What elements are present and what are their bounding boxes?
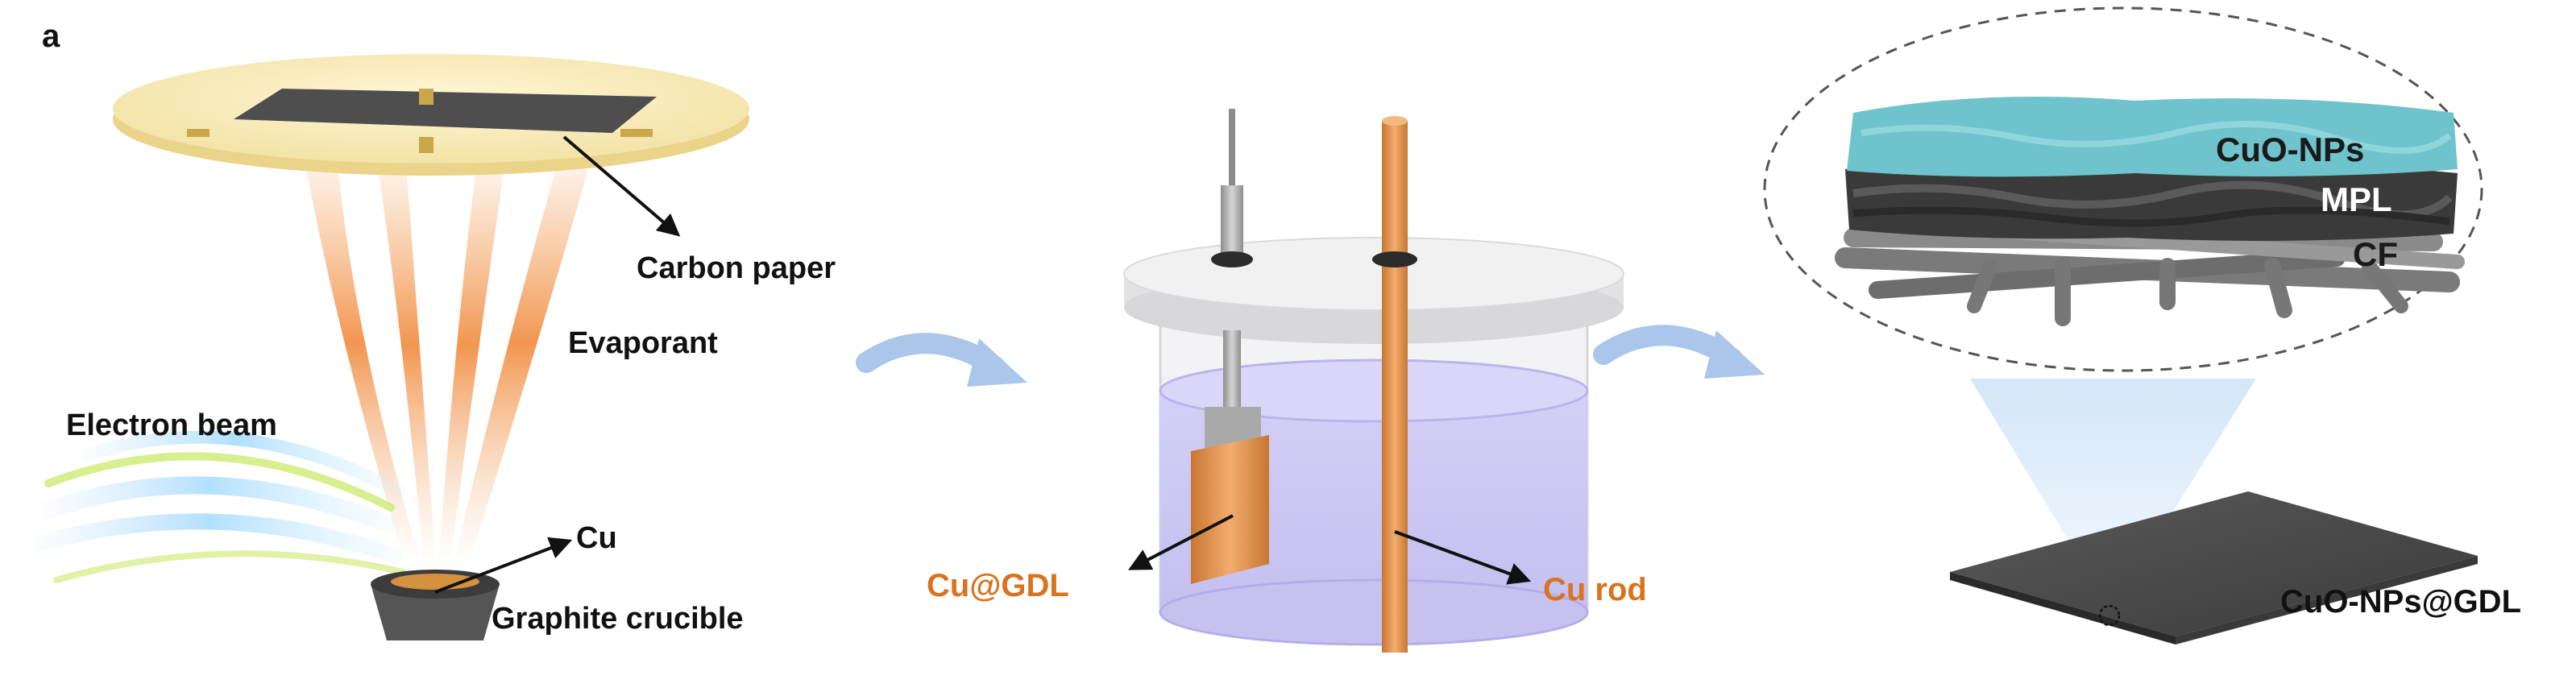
clip-icon [419,137,433,153]
electrode-holder-lower [1223,330,1241,419]
zoom-ellipse [1763,6,2483,372]
electron-beam-label: Electron beam [66,408,277,442]
cell-lid [1123,237,1624,311]
gdl-plate-edge [1950,572,2176,644]
electrochemical-cell: Cu@GDL Cu rod [927,109,1647,653]
electrode-holder-wire [1229,109,1235,189]
cuo-nanoparticle-texture [1860,121,2452,155]
evaporation-setup: Carbon paper Evaporant Electron beam Cu … [16,54,836,640]
zoom-spot [2098,604,2121,627]
cu-gdl-pointer [1128,514,1234,570]
electrode-holder-rod [1221,185,1243,262]
evaporant-plume-1 [306,169,419,556]
clip-icon [419,89,433,105]
cf-label: CF [2353,235,2398,273]
cu-pellets [391,574,479,590]
cu-pointer [434,537,573,594]
evaporant-plume-4 [455,169,588,556]
electrolyte-surface [1159,359,1589,423]
cuo-nps-gdl-label: CuO-NPs@GDL [2280,584,2521,620]
electron-beam-streak [53,550,406,583]
mpl-label: MPL [2321,180,2392,218]
panel-letter: a [42,19,60,54]
cu-label: Cu [576,521,617,555]
graphite-crucible-label: Graphite crucible [492,602,744,636]
carbon-paper-sheet [234,89,657,133]
electron-beam-streak [66,430,405,498]
electron-beam-streak [23,476,396,533]
cu-rod-label: Cu rod [1543,572,1647,607]
graphite-crucible [371,584,500,640]
cu-gdl-electrode [1191,435,1269,584]
beaker-bottom [1159,578,1589,646]
mpl-texture [1852,206,2450,227]
transition-arrowhead-icon [1704,330,1765,379]
clip-icon [620,129,653,137]
transition-arrowhead-icon [967,338,1027,387]
electron-beam-streak [16,513,403,564]
evaporant-plume-2 [379,173,435,556]
cu-rod-top [1382,116,1408,126]
evaporant-label: Evaporant [568,326,718,360]
carbon-paper-pointer [562,135,681,237]
cuo-nps-label: CuO-NPs [2216,131,2364,168]
clip-icon [187,129,209,137]
gdl-plate-edge [2176,556,2478,644]
electrode-seal [1211,251,1253,267]
magnification-cone [1970,379,2256,611]
cuo-gdl-structure: CuO-NPs MPL CF CuO-NPs@GDL [1763,6,2521,644]
cu-rod-pointer [1394,530,1532,585]
gdl-plate [1950,491,2478,636]
cu-rod [1382,121,1408,653]
evaporant-plume-3 [439,173,504,556]
cu-gdl-label: Cu@GDL [927,568,1069,603]
carbon-paper-label: Carbon paper [637,251,836,285]
electron-beam-streak [44,452,395,512]
cu-rod-seal [1372,251,1417,267]
